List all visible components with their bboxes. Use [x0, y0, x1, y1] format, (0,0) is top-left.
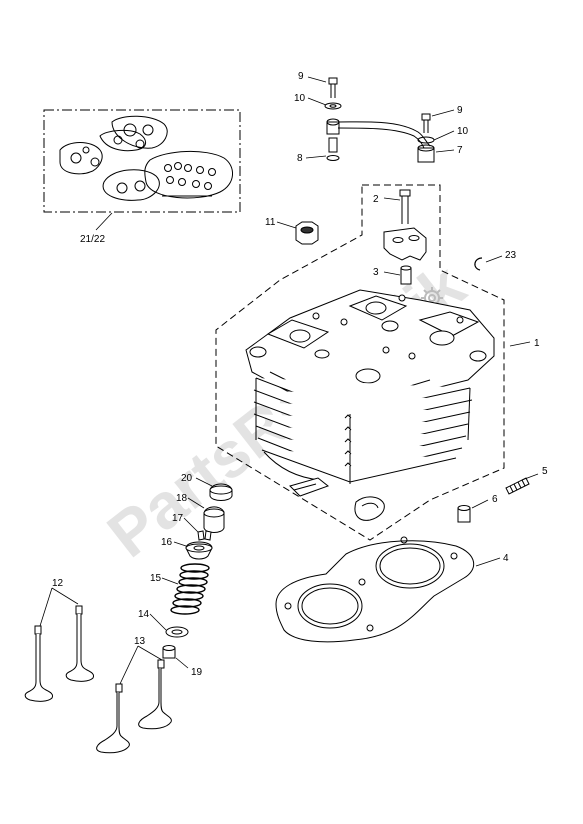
stem-seal[interactable] [162, 645, 176, 659]
callout-3: 3 [373, 267, 379, 278]
valve-springs[interactable] [170, 563, 210, 615]
callout-18: 18 [176, 493, 188, 504]
callout-10-left: 10 [294, 93, 306, 104]
callout-17: 17 [172, 513, 184, 524]
callout-9-left: 9 [298, 71, 304, 82]
callout-23: 23 [505, 250, 517, 261]
spring-retainer[interactable] [185, 541, 213, 560]
callout-19: 19 [191, 667, 203, 678]
callout-16: 16 [161, 537, 173, 548]
callout-6: 6 [492, 494, 498, 505]
stud-part[interactable] [505, 477, 530, 495]
valve-seal-rings[interactable] [289, 477, 385, 521]
head-gasket[interactable] [275, 536, 474, 643]
cylinder-head-outline [215, 184, 505, 541]
gasket-kit[interactable] [43, 109, 241, 213]
callout-10-right: 10 [457, 126, 469, 137]
valves-13[interactable] [96, 659, 172, 754]
valve-shim[interactable] [209, 483, 233, 501]
oil-feed-pipe[interactable] [324, 77, 435, 163]
callout-4: 4 [503, 553, 509, 564]
bolt-bracket-assembly[interactable] [383, 189, 427, 285]
callout-1: 1 [534, 338, 540, 349]
cylinder-head[interactable] [245, 289, 495, 484]
dowel-part[interactable] [457, 505, 471, 523]
callout-2: 2 [373, 194, 379, 205]
callout-12: 12 [52, 578, 64, 589]
callout-15: 15 [150, 573, 162, 584]
callout-7: 7 [457, 145, 463, 156]
valve-collets[interactable] [197, 530, 212, 541]
clip-part[interactable] [474, 257, 483, 271]
callout-5: 5 [542, 466, 548, 477]
callout-14: 14 [138, 609, 150, 620]
callout-9-right: 9 [457, 105, 463, 116]
callout-21-22: 21/22 [80, 234, 105, 245]
nut-part[interactable] [295, 221, 319, 245]
callout-8: 8 [297, 153, 303, 164]
valve-bucket[interactable] [203, 506, 225, 533]
valves-12[interactable] [24, 605, 94, 702]
spring-seat[interactable] [165, 626, 189, 638]
callout-11: 11 [265, 217, 276, 228]
callout-20: 20 [181, 473, 193, 484]
callout-13: 13 [134, 636, 146, 647]
